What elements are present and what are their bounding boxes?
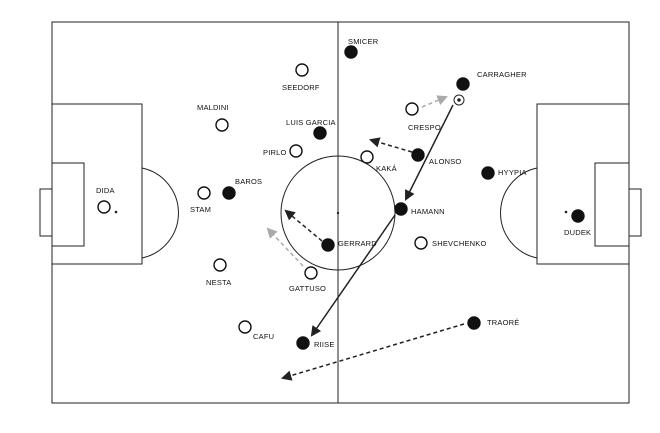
- player-label: STAM: [190, 205, 211, 214]
- player-label: BAROS: [235, 177, 262, 186]
- player-label: ALONSO: [429, 157, 461, 166]
- player-label: NESTA: [206, 278, 231, 287]
- player-marker: [215, 118, 229, 132]
- pass-arrow-crespo-to-hamann: [405, 104, 454, 201]
- player-marker: [571, 209, 585, 223]
- player-label: CAFU: [253, 332, 274, 341]
- soccer-ball-icon: [453, 94, 465, 106]
- player-marker: [238, 320, 252, 334]
- player-label: MALDINI: [197, 103, 229, 112]
- player-kak: KAKÁ: [360, 150, 397, 173]
- player-label: TRAORÉ: [487, 318, 519, 327]
- player-label: GERRARD: [338, 239, 377, 248]
- right-penalty-arc: [500, 167, 538, 259]
- right-goal-area: [594, 162, 630, 247]
- player-marker: [344, 45, 358, 59]
- player-label: GATTUSO: [289, 284, 326, 293]
- player-pirlo: PIRLO: [263, 144, 303, 158]
- centre-spot: [336, 211, 340, 215]
- player-label: SEEDORF: [282, 83, 320, 92]
- player-dida: DIDA: [96, 186, 115, 214]
- pass-arrow-hamann-to-riise: [310, 214, 396, 337]
- player-luis-garcia: LUIS GARCIA: [286, 118, 336, 140]
- left-goal: [39, 188, 53, 237]
- player-seedorf: SEEDORF: [282, 63, 320, 92]
- pitch-markings: [39, 21, 642, 404]
- player-traor: TRAORÉ: [467, 316, 519, 330]
- player-label: LUIS GARCIA: [286, 118, 336, 127]
- player-crespo: CRESPO: [405, 102, 441, 132]
- player-riise: RIISE: [296, 336, 335, 350]
- player-stam: STAM: [190, 186, 211, 214]
- player-marker: [411, 148, 425, 162]
- player-hamann: HAMANN: [394, 202, 445, 216]
- player-maldini: MALDINI: [197, 103, 229, 132]
- player-label: CRESPO: [408, 123, 441, 132]
- player-marker: [467, 316, 481, 330]
- dudek-marker-dot: [564, 210, 568, 214]
- player-hyypia: HYYPIA: [481, 166, 527, 180]
- centre-circle: [280, 155, 396, 271]
- player-marker: [360, 150, 374, 164]
- player-marker: [197, 186, 211, 200]
- player-marker: [481, 166, 495, 180]
- player-alonso: ALONSO: [411, 148, 461, 166]
- player-marker: [289, 144, 303, 158]
- right-goal: [628, 188, 642, 237]
- player-marker: [405, 102, 419, 116]
- player-marker: [97, 200, 111, 214]
- run-arrow-traore: [280, 323, 465, 381]
- player-label: KAKÁ: [376, 164, 397, 173]
- player-marker: [295, 63, 309, 77]
- run-arrow-gattuso-light: [266, 227, 304, 267]
- player-label: PIRLO: [263, 148, 287, 157]
- player-marker: [304, 266, 318, 280]
- movement-arrows: [266, 95, 465, 381]
- player-label: RIISE: [314, 340, 335, 349]
- player-shevchenko: SHEVCHENKO: [414, 236, 487, 250]
- player-label: SMICER: [348, 37, 379, 46]
- player-marker: [394, 202, 408, 216]
- player-gerrard: GERRARD: [321, 238, 377, 252]
- player-label: DIDA: [96, 186, 115, 195]
- dida-marker-dot: [114, 210, 118, 214]
- players-layer: SMICER CARRAGHER SEEDORF MALDINI LUIS GARCIA…: [96, 37, 591, 350]
- player-label: DUDEK: [564, 228, 591, 237]
- player-marker: [414, 236, 428, 250]
- run-arrow-alonso: [368, 137, 413, 153]
- player-label: SHEVCHENKO: [432, 239, 487, 248]
- player-baros: BAROS: [222, 177, 262, 200]
- player-smicer: SMICER: [344, 37, 379, 59]
- player-carragher: CARRAGHER: [456, 70, 527, 91]
- run-arrow-gerrard-dark: [284, 209, 323, 242]
- left-penalty-area: [51, 103, 143, 265]
- player-dudek: DUDEK: [564, 209, 591, 237]
- player-marker: [296, 336, 310, 350]
- player-gattuso: GATTUSO: [289, 266, 326, 293]
- player-marker: [222, 186, 236, 200]
- player-label: HYYPIA: [498, 168, 527, 177]
- player-label: HAMANN: [411, 207, 445, 216]
- pitch-outline: [51, 21, 630, 404]
- left-goal-area: [51, 162, 85, 247]
- right-penalty-area: [536, 103, 630, 265]
- left-penalty-arc: [141, 167, 179, 259]
- player-cafu: CAFU: [238, 320, 274, 341]
- run-arrow-crespo: [421, 95, 448, 108]
- player-nesta: NESTA: [206, 258, 231, 287]
- player-marker: [313, 126, 327, 140]
- player-label: CARRAGHER: [477, 70, 527, 79]
- player-marker: [456, 77, 470, 91]
- player-marker: [321, 238, 335, 252]
- player-marker: [213, 258, 227, 272]
